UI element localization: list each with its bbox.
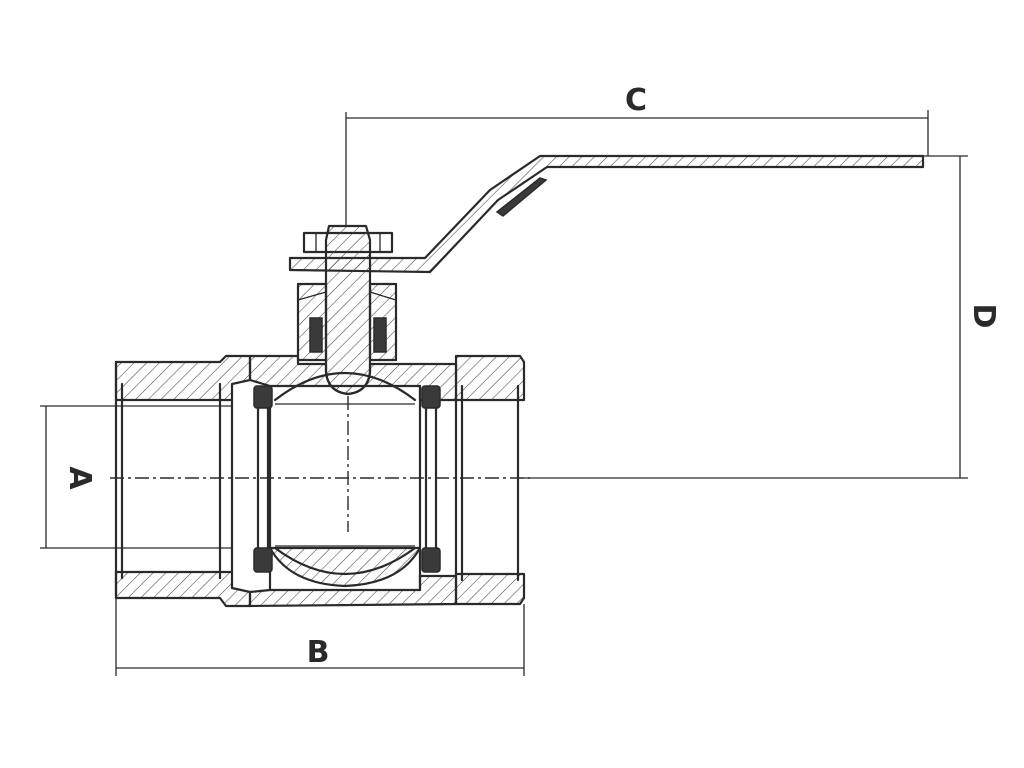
valve-ball (273, 372, 417, 575)
left-end-connector (114, 354, 252, 608)
dimension-lines (40, 110, 968, 676)
lever-handle (288, 154, 925, 274)
dimension-label-c: C (625, 83, 647, 118)
valve-stem (324, 224, 372, 396)
right-end-connector (454, 354, 526, 606)
dimension-label-b: B (307, 635, 330, 670)
center-lines (110, 396, 530, 532)
ball-seats (253, 385, 441, 573)
dimension-label-a: A (62, 466, 97, 490)
packing-gland (296, 282, 398, 362)
valve-body (248, 354, 458, 608)
dimension-label-d: D (966, 304, 1001, 329)
